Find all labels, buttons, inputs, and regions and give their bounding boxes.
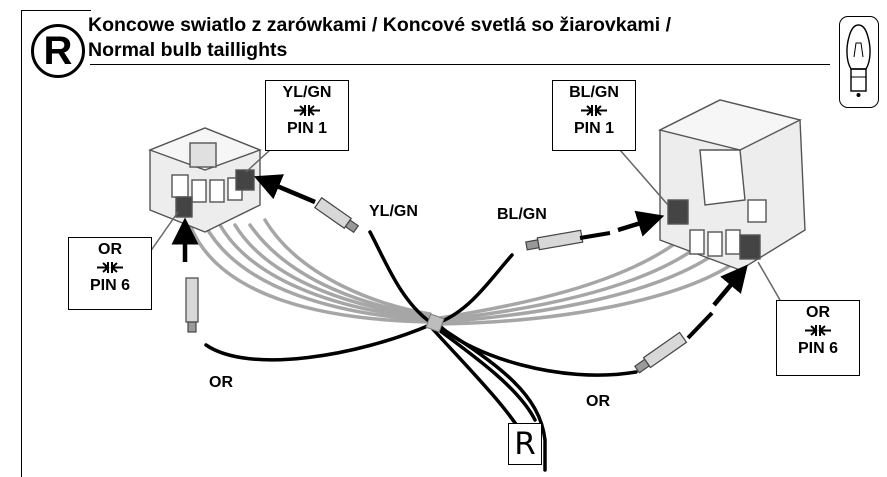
frame-left-border [21,10,22,477]
arrow-left-pin1 [253,174,316,205]
wire-label-or-right: OR [586,393,610,410]
section-title: Koncowe swiatlo z zarówkami / Koncové sv… [88,13,671,63]
callout-color: BL/GN [569,84,619,101]
bulb-icon [839,16,879,108]
black-wires [204,230,638,472]
section-badge: R [31,24,85,78]
title-line-1: Koncowe swiatlo z zarówkami / Koncové sv… [88,14,672,36]
arrow-right-pin6 [712,264,748,307]
wire-label-bl-gn: BL/GN [497,206,547,223]
left-connector [148,127,262,233]
terminal-lead [579,231,611,240]
callout-right-pin1: BL/GN PIN 1 [552,80,636,151]
callout-color: YL/GN [282,84,332,101]
terminals [185,196,688,374]
wire-label-yl-gn: YL/GN [369,203,418,220]
callout-leaders [149,149,781,301]
callout-color: OR [98,241,122,258]
harness-tag: R [508,423,542,465]
callout-left-pin1: YL/GN PIN 1 [265,80,349,151]
harness-wires [188,218,747,326]
title-line-2: Normal bulb taillights [88,39,288,61]
insertion-arrows [171,174,748,307]
callout-pin: PIN 1 [286,120,327,137]
frame-top-border [21,10,91,11]
connect-arrows-icon [69,258,151,277]
callout-right-pin6: OR PIN 6 [776,300,860,376]
right-connector [657,99,806,271]
terminal-lead [686,311,714,340]
callout-pin: PIN 6 [797,340,838,357]
harness-clamp [425,313,445,333]
callout-left-pin6: OR PIN 6 [68,237,152,310]
connect-arrows-icon [777,321,859,340]
callout-color: OR [806,304,830,321]
arrow-right-pin1 [617,210,665,237]
callout-pin: PIN 6 [89,277,130,294]
callout-pin: PIN 1 [573,120,614,137]
connect-arrows-icon [553,101,635,120]
wire-label-or-left: OR [209,374,233,391]
title-underline [90,64,830,65]
connect-arrows-icon [266,101,348,120]
